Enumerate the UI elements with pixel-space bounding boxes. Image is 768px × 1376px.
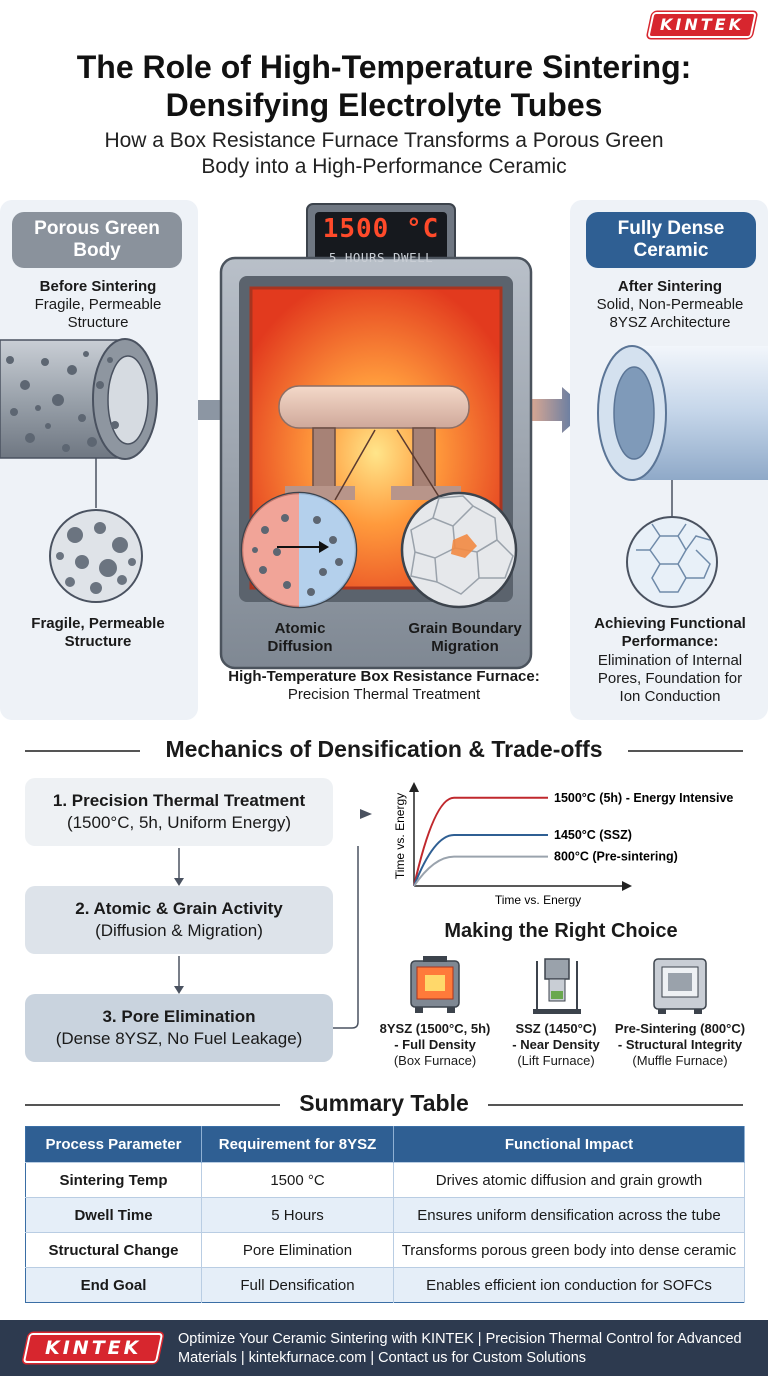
- after-sintering-label: After Sintering: [617, 278, 723, 295]
- furnace-display-temp: 1500 °C: [322, 214, 440, 244]
- step-atomic-grain: 2. Atomic & Grain Activity(Diffusion & M…: [25, 886, 333, 954]
- table-row: Sintering Temp 1500 °C Drives atomic dif…: [25, 1162, 745, 1198]
- energy-chart: 1500°C (5h) - Energy Intensive 1450°C (SS…: [393, 782, 733, 907]
- table-cell: Ensures uniform densification across the…: [393, 1197, 745, 1233]
- divider: [25, 750, 140, 752]
- muffle-furnace-icon: [653, 958, 707, 1014]
- choice-heading: Making the Right Choice: [444, 920, 678, 942]
- mechanics-heading: Mechanics of Densification & Trade-offs: [165, 736, 603, 762]
- arrow-right-icon: [360, 809, 372, 819]
- table-cell: End Goal: [25, 1267, 202, 1303]
- chart-series-line: [413, 834, 548, 887]
- chart-x-axis-label: Time vs. Energy: [495, 893, 581, 907]
- kintek-logo: KINTEK: [647, 12, 757, 38]
- choice-box-furnace: 8YSZ (1500°C, 5h)- Full Density(Box Furn…: [379, 1021, 491, 1068]
- divider: [488, 1104, 743, 1106]
- chart-y-axis-label: Time vs. Energy: [393, 793, 407, 879]
- flow-arrows: [174, 846, 359, 1029]
- lift-furnace-icon: [533, 958, 581, 1014]
- dense-tube-illustration: [597, 345, 768, 608]
- table-cell: Dwell Time: [25, 1197, 202, 1233]
- table-cell: 1500 °C: [201, 1162, 394, 1198]
- summary-table: Process Parameter Requirement for 8YSZ F…: [25, 1126, 745, 1303]
- table-header-row: Process Parameter Requirement for 8YSZ F…: [25, 1126, 745, 1163]
- table-cell: Structural Change: [25, 1232, 202, 1268]
- column-header: Functional Impact: [393, 1126, 745, 1163]
- table-cell: 5 Hours: [201, 1197, 394, 1233]
- chart-series-line: [413, 796, 548, 887]
- before-panel: [0, 200, 198, 720]
- box-furnace-illustration: [219, 203, 533, 670]
- footer-text: Optimize Your Ceramic Sintering with KIN…: [178, 1331, 742, 1366]
- table-cell: Enables efficient ion conduction for SOF…: [393, 1267, 745, 1303]
- table-row: End Goal Full Densification Enables effi…: [25, 1267, 745, 1303]
- before-sintering-label: Before Sintering: [39, 278, 157, 295]
- column-header: Requirement for 8YSZ: [201, 1126, 394, 1163]
- page-subtitle: How a Box Resistance Furnace Transforms …: [104, 129, 664, 178]
- step-precision-thermal: 1. Precision Thermal Treatment(1500°C, 5…: [25, 778, 333, 846]
- choice-muffle-furnace: Pre-Sintering (800°C)- Structural Integr…: [614, 1021, 746, 1068]
- chart-series-line: [413, 855, 548, 887]
- furnace-caption: High-Temperature Box Resistance Furnace:…: [228, 668, 540, 703]
- table-cell: Sintering Temp: [25, 1162, 202, 1198]
- choice-lift-furnace: SSZ (1450°C)- Near Density(Lift Furnace): [512, 1021, 600, 1068]
- column-header: Process Parameter: [25, 1126, 202, 1163]
- chart-series-label: 1450°C (SSZ): [554, 828, 632, 842]
- table-cell: Pore Elimination: [201, 1232, 394, 1268]
- chart-series-label: 800°C (Pre-sintering): [554, 850, 678, 864]
- chart-series-label: 1500°C (5h) - Energy Intensive: [554, 791, 733, 805]
- divider: [628, 750, 743, 752]
- table-cell: Drives atomic diffusion and grain growth: [393, 1162, 745, 1198]
- table-row: Structural Change Pore Elimination Trans…: [25, 1232, 745, 1268]
- furnace-display-dwell: 5 HOURS DWELL: [328, 250, 434, 265]
- table-row: Dwell Time 5 Hours Ensures uniform densi…: [25, 1197, 745, 1233]
- divider: [25, 1104, 280, 1106]
- page-title: The Role of High-Temperature Sintering: …: [76, 49, 692, 123]
- kintek-logo-footer: KINTEK: [22, 1333, 164, 1363]
- summary-heading: Summary Table: [299, 1090, 469, 1116]
- step-pore-elimination: 3. Pore Elimination(Dense 8YSZ, No Fuel …: [25, 994, 333, 1062]
- porous-tube-illustration: [0, 338, 158, 603]
- box-furnace-icon: [410, 956, 460, 1013]
- table-cell: Full Densification: [201, 1267, 394, 1303]
- table-cell: Transforms porous green body into dense …: [393, 1232, 745, 1268]
